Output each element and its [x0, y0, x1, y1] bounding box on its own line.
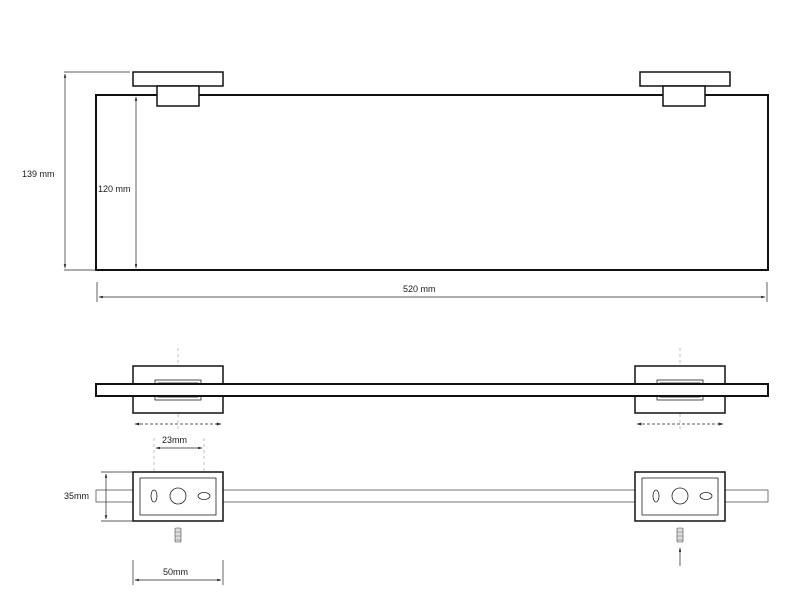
- rod: [95, 489, 769, 503]
- anchor-left-icon: [174, 527, 182, 543]
- bracket-height-label: 35mm: [64, 491, 89, 501]
- hole-spacing-label: 23mm: [162, 435, 187, 445]
- slot-hole-icon: [699, 492, 713, 500]
- dimension-width: 520 mm: [96, 282, 768, 302]
- screw-hole-icon: [169, 487, 187, 505]
- slot-hole-icon: [652, 489, 660, 503]
- bracket-left: [132, 71, 224, 107]
- bracket-detail-view: 23mm: [64, 435, 769, 585]
- dimension-total-height: 139 mm: [22, 71, 130, 271]
- anchor-right-icon: [676, 527, 684, 566]
- slot-hole-icon: [197, 492, 211, 500]
- bracket-right: [639, 71, 731, 107]
- width-label: 520 mm: [403, 284, 436, 294]
- bracket-width-label: 50mm: [163, 567, 188, 577]
- total-height-label: 139 mm: [22, 169, 55, 179]
- dimension-hole-spacing: 23mm: [153, 435, 205, 472]
- screw-hole-icon: [671, 487, 689, 505]
- base-plate-left: [132, 471, 224, 522]
- glass-height-label: 120 mm: [98, 184, 131, 194]
- front-view: 139 mm 120 mm 520 mm: [22, 71, 769, 302]
- dimension-bracket-height: 35mm: [64, 471, 133, 522]
- glass-panel: [95, 94, 769, 271]
- glass-edge: [95, 383, 769, 397]
- dimension-glass-height: 120 mm: [98, 96, 138, 269]
- slot-hole-icon: [150, 489, 158, 503]
- dimension-bracket-width: 50mm: [132, 560, 224, 585]
- top-view: [95, 348, 769, 430]
- base-plate-right: [634, 471, 726, 522]
